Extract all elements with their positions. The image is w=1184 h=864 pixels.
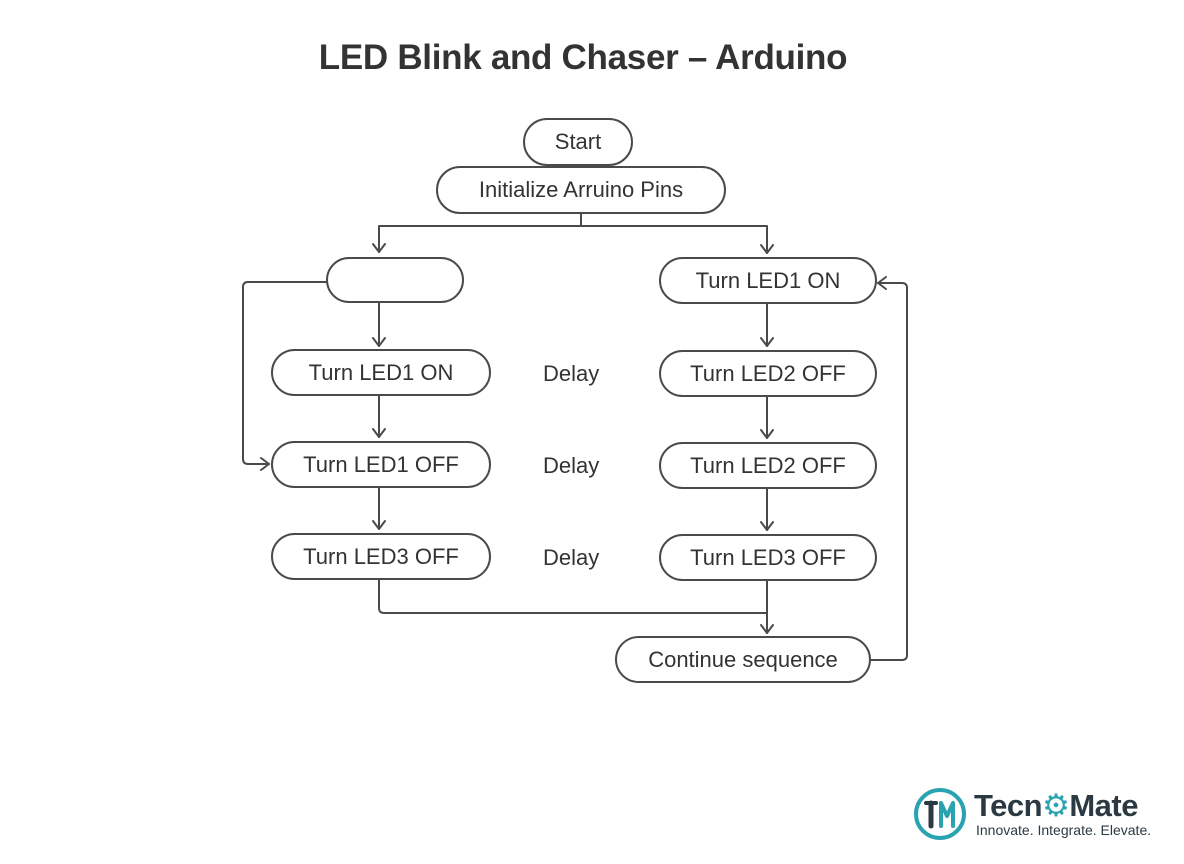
right-turn-led3-off-node: Turn LED3 OFF — [659, 534, 877, 581]
right-loop-line — [869, 276, 908, 661]
start-node: Start — [523, 118, 633, 166]
right-turn-led2-off-node: Turn LED2 OFF — [659, 350, 877, 397]
left-loop-line — [242, 281, 327, 471]
left-turn-led1-off-node: Turn LED1 OFF — [271, 441, 491, 488]
logo-word-prefix: Tecn — [974, 788, 1043, 823]
right-turn-led2-off-node-2: Turn LED2 OFF — [659, 442, 877, 489]
gear-icon: ⚙ — [1042, 788, 1070, 823]
split-line-right — [580, 225, 774, 254]
merge-line-left — [378, 579, 768, 614]
delay-label: Delay — [543, 545, 600, 570]
logo-word-suffix: Mate — [1069, 788, 1138, 823]
diagram-title: LED Blink and Chaser – Arduino — [318, 38, 848, 77]
logo-wordmark: Tecn⚙Mate — [974, 788, 1138, 824]
left-empty-node — [326, 257, 464, 303]
left-turn-led3-off-node: Turn LED3 OFF — [271, 533, 491, 580]
tecnomate-logo: Tecn⚙Mate Innovate. Integrate. Elevate. — [912, 786, 1172, 842]
initialize-pins-node: Initialize Arruino Pins — [436, 166, 726, 214]
tm-monogram-icon — [914, 788, 966, 840]
delay-label: Delay — [543, 361, 600, 386]
left-turn-led1-on-node: Turn LED1 ON — [271, 349, 491, 396]
split-line — [372, 213, 582, 253]
logo-tagline: Innovate. Integrate. Elevate. — [976, 822, 1152, 838]
continue-sequence-node: Continue sequence — [615, 636, 871, 683]
delay-label: Delay — [543, 453, 600, 478]
right-turn-led1-on-node: Turn LED1 ON — [659, 257, 877, 304]
